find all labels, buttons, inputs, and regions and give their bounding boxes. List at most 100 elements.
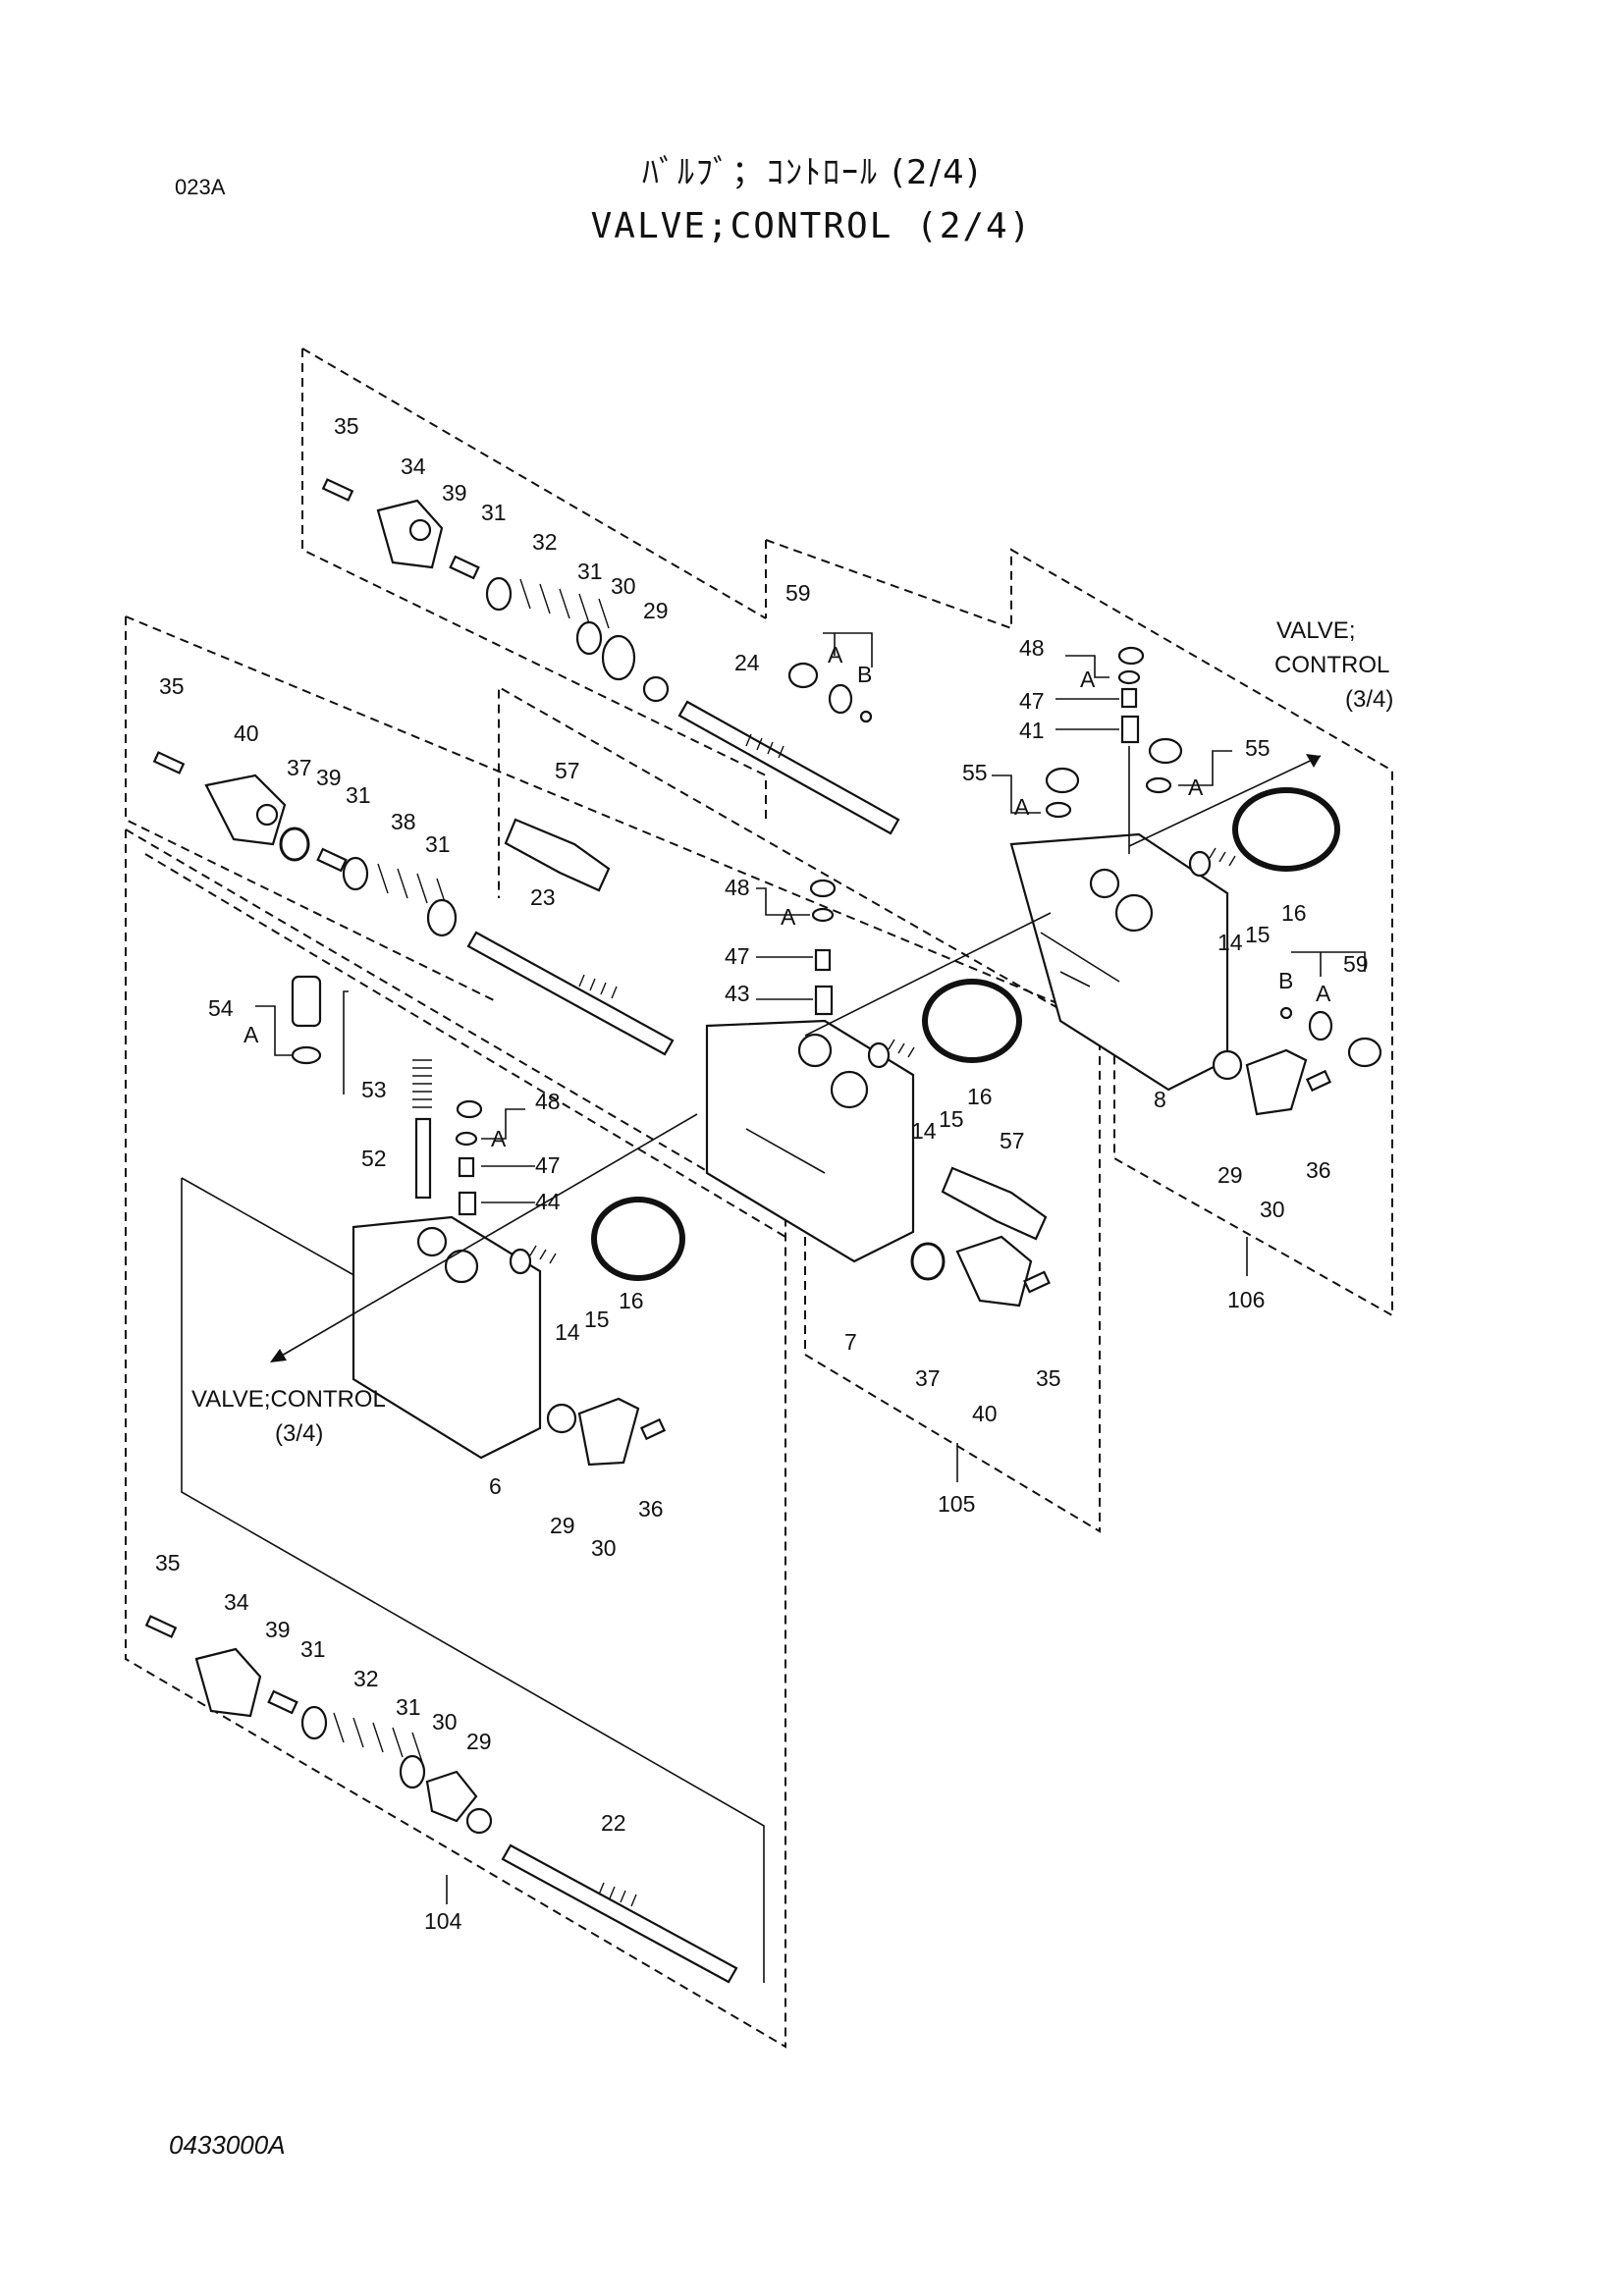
- label: 31: [396, 1694, 421, 1720]
- label: 29: [643, 598, 669, 623]
- label: A: [1080, 667, 1096, 692]
- label: 41: [1019, 718, 1045, 743]
- spool-22: [501, 1843, 738, 1984]
- label: 37: [915, 1365, 941, 1391]
- label: 39: [442, 480, 467, 506]
- plug-group-48-low: [455, 1099, 535, 1216]
- spool-23: [466, 931, 675, 1056]
- label: 30: [611, 573, 636, 599]
- label: A: [1188, 774, 1204, 800]
- part-labels: 35 34 39 31 32 31 30 29 24 59 A B 48 A 4…: [155, 413, 1393, 1934]
- label: 14: [555, 1319, 580, 1345]
- label: A: [781, 904, 796, 930]
- label: 16: [619, 1288, 644, 1313]
- label: A: [1316, 981, 1331, 1006]
- label: 31: [425, 831, 451, 857]
- callout-valve-control-left: (3/4): [275, 1420, 323, 1447]
- frame-lines-22: [181, 1178, 765, 1983]
- label: 106: [1227, 1287, 1265, 1312]
- label: 54: [208, 995, 234, 1021]
- label: 29: [466, 1729, 492, 1754]
- assembly-boundaries: [125, 347, 1393, 2049]
- label: 35: [155, 1550, 181, 1575]
- label: A: [243, 1022, 259, 1047]
- label: 31: [300, 1636, 326, 1662]
- label: 40: [234, 721, 259, 746]
- plug-group-55: [992, 737, 1232, 819]
- valve-block-6: [274, 1113, 698, 1460]
- spring-53-pin-52: [343, 990, 432, 1200]
- spool-24: [677, 700, 900, 835]
- label: 36: [1306, 1157, 1331, 1183]
- label: 35: [159, 673, 185, 699]
- callout-valve-control-left: VALVE;CONTROL: [191, 1386, 386, 1413]
- valve-block-7: [705, 912, 1052, 1263]
- label: 30: [1260, 1197, 1285, 1222]
- title-english: VALVE;CONTROL (2/4): [590, 206, 1033, 246]
- plug-group-54: [255, 975, 322, 1065]
- label: 57: [1000, 1128, 1025, 1153]
- callout-valve-control-right: VALVE;: [1276, 617, 1355, 644]
- label: 57: [555, 758, 580, 783]
- label: 15: [939, 1106, 964, 1132]
- label: 30: [432, 1709, 458, 1735]
- callout-valve-control-right: (3/4): [1345, 686, 1393, 713]
- label: 15: [584, 1307, 610, 1332]
- label: 14: [1217, 930, 1243, 955]
- label: 34: [401, 454, 426, 479]
- label: 105: [938, 1491, 975, 1517]
- label: 14: [911, 1118, 937, 1144]
- drawing-code: 0433000A: [169, 2130, 286, 2160]
- title-japanese: ﾊﾞﾙﾌﾞ；ｺﾝﾄﾛｰﾙ (2/4): [641, 153, 982, 192]
- label: A: [1014, 794, 1030, 820]
- label: 24: [734, 650, 760, 675]
- label: 30: [591, 1535, 617, 1561]
- label: 16: [967, 1084, 993, 1109]
- label: 38: [391, 809, 416, 834]
- label: 48: [1019, 635, 1045, 661]
- label: 32: [353, 1666, 379, 1691]
- top-spring-group: [321, 478, 670, 703]
- label: 29: [1217, 1162, 1243, 1188]
- cover-group-low: [546, 1397, 667, 1467]
- label: 36: [638, 1496, 664, 1522]
- label: A: [828, 642, 843, 667]
- assembly-leaders: [446, 1237, 1248, 1904]
- label: 32: [532, 529, 558, 555]
- label: 55: [962, 760, 988, 785]
- bottom-spring-group: [144, 1615, 493, 1835]
- plug-59-top: [787, 632, 873, 723]
- callout-arrows: [270, 754, 1321, 1362]
- label: 47: [725, 943, 750, 969]
- label: 29: [550, 1513, 575, 1538]
- label: 47: [1019, 688, 1045, 714]
- label: 37: [287, 755, 312, 780]
- label: 34: [224, 1589, 249, 1615]
- plug-57-upper: [504, 818, 611, 892]
- label: 39: [316, 765, 342, 790]
- cover-group-mid: [910, 1235, 1051, 1308]
- label: 59: [785, 580, 811, 606]
- label: 8: [1154, 1087, 1166, 1112]
- label: 31: [346, 782, 371, 808]
- label: 39: [265, 1617, 291, 1642]
- label: 48: [535, 1089, 561, 1114]
- label: 47: [535, 1152, 561, 1178]
- label: 52: [361, 1146, 387, 1171]
- label: 7: [844, 1329, 857, 1355]
- label: 23: [530, 884, 556, 910]
- label: 43: [725, 981, 750, 1006]
- label: A: [491, 1126, 507, 1151]
- label: 31: [577, 559, 603, 584]
- label: 15: [1245, 922, 1271, 947]
- label: B: [1278, 968, 1293, 993]
- label: 44: [535, 1189, 561, 1214]
- valve-block-8: [1009, 755, 1340, 1092]
- label: 16: [1281, 900, 1307, 926]
- label: 40: [972, 1401, 998, 1426]
- left-spring-group: [152, 751, 458, 937]
- label: 59: [1343, 951, 1369, 977]
- label: 31: [481, 500, 507, 525]
- label: 53: [361, 1077, 387, 1102]
